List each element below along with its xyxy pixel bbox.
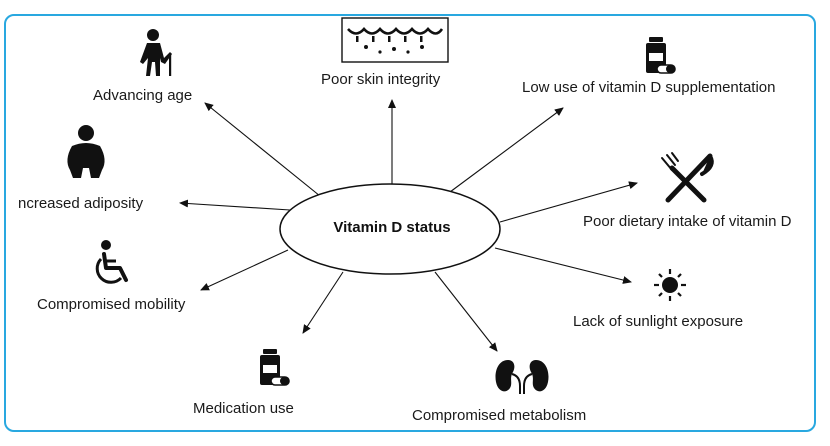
arrow-to-adiposity xyxy=(179,199,291,211)
label-lack-of-sunlight: Lack of sunlight exposure xyxy=(573,313,744,330)
label-increased-adiposity: ncreased adiposity xyxy=(18,195,144,212)
center-label: Vitamin D status xyxy=(333,219,451,236)
medication-bottle-icon xyxy=(260,349,290,386)
sun-icon xyxy=(654,269,686,301)
center-ellipse xyxy=(279,183,501,275)
arrow-to-dietary xyxy=(499,181,638,223)
diagram-frame xyxy=(4,14,816,432)
label-poor-dietary-intake: Poor dietary intake of vitamin D xyxy=(583,213,792,230)
label-poor-skin-integrity: Poor skin integrity xyxy=(321,71,441,88)
skin-layers-icon xyxy=(341,17,449,63)
arrow-to-supplementation xyxy=(449,107,564,193)
kidneys-icon xyxy=(495,360,549,394)
fork-knife-icon xyxy=(661,152,714,203)
obese-person-icon xyxy=(67,125,105,178)
wheelchair-icon xyxy=(95,240,128,284)
arrow-to-sunlight xyxy=(494,247,632,284)
supplement-bottle-icon xyxy=(646,37,676,74)
label-medication-use: Medication use xyxy=(193,400,294,417)
arrow-to-medication xyxy=(302,271,344,334)
elderly-person-icon xyxy=(140,29,172,76)
label-low-supplementation: Low use of vitamin D supplementation xyxy=(522,79,776,96)
label-compromised-mobility: Compromised mobility xyxy=(37,296,186,313)
arrow-to-mobility xyxy=(200,249,289,291)
arrow-to-metabolism xyxy=(434,271,498,352)
arrow-to-advancing-age xyxy=(204,102,321,197)
label-compromised-metabolism: Compromised metabolism xyxy=(412,407,587,424)
label-advancing-age: Advancing age xyxy=(93,87,193,104)
